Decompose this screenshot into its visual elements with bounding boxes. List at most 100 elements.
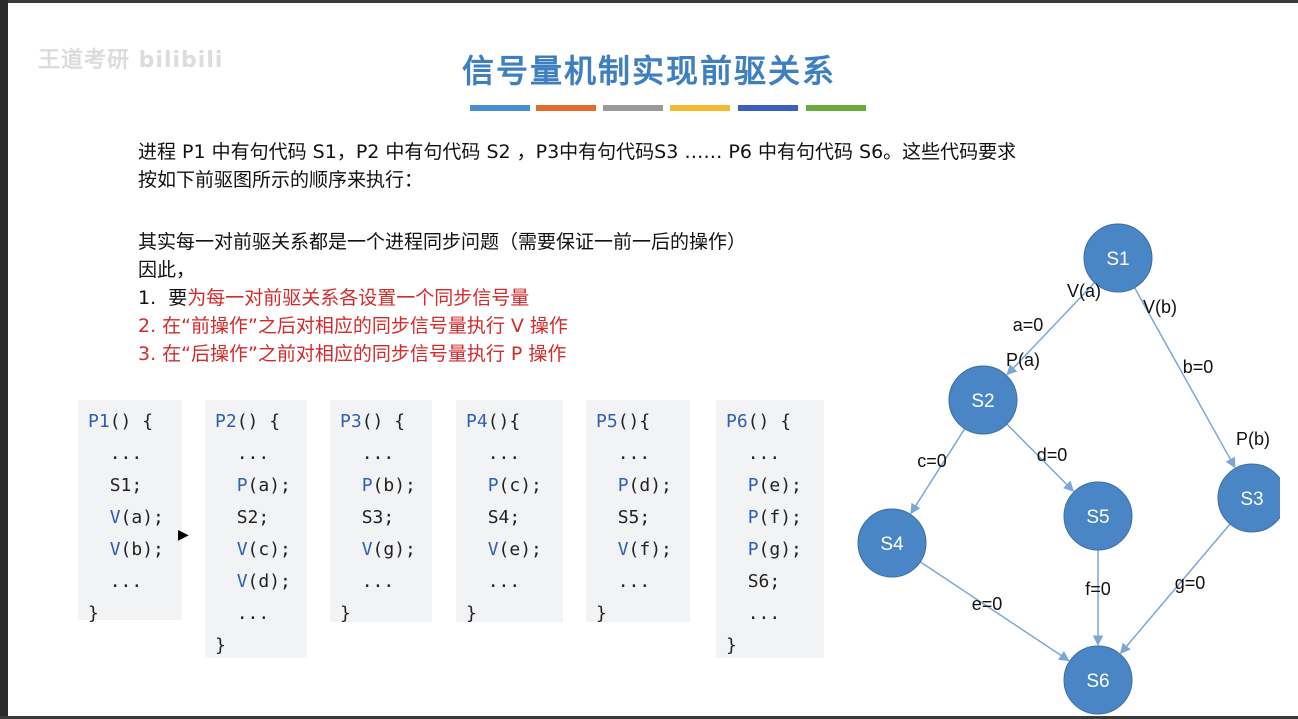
node-label-s3: S3 xyxy=(1240,489,1263,510)
code-line: ... xyxy=(487,571,521,592)
code-op: V xyxy=(236,571,248,592)
code-close-brace: } xyxy=(340,603,351,624)
intro-line-2: 按如下前驱图所示的顺序来执行： xyxy=(138,169,424,191)
code-close-brace: } xyxy=(726,635,737,656)
explain-line-1: 其实每一对前驱关系都是一个进程同步问题（需要保证一前一后的操作） xyxy=(138,231,747,253)
code-block-6: P6() { ... P(e); P(f); P(g); S6; ...} xyxy=(716,400,824,658)
code-line: V(g); xyxy=(361,539,416,560)
item-1-number: 1. xyxy=(138,287,157,309)
code-line: S3; xyxy=(361,507,395,528)
edge-S2-S5 xyxy=(1006,423,1075,492)
code-line: P(e); xyxy=(747,475,802,496)
code-close-brace: } xyxy=(215,635,226,656)
window-frame-bottom xyxy=(0,716,1298,719)
edge-label-vb: V(b) xyxy=(1143,297,1177,317)
node-s4 xyxy=(857,508,927,578)
code-line: S2; xyxy=(236,507,270,528)
explain-item-2: 2. 在“前操作”之后对相应的同步信号量执行 V 操作 xyxy=(138,315,568,337)
edge-label-pa: P(a) xyxy=(1006,350,1040,370)
explain-item-3: 3. 在“后操作”之前对相应的同步信号量执行 P 操作 xyxy=(138,343,567,365)
code-op: P xyxy=(617,475,629,496)
code-line: S1; xyxy=(109,475,143,496)
code-line: ... xyxy=(109,571,143,592)
code-line: V(d); xyxy=(236,571,291,592)
node-s2 xyxy=(948,365,1018,435)
code-header: P1() { xyxy=(88,406,172,438)
window-frame-top xyxy=(0,0,1298,3)
code-line: V(c); xyxy=(236,539,291,560)
code-block-4: P4(){ ... P(c); S4; V(e); ...} xyxy=(456,400,563,624)
intro-line-1: 进程 P1 中有句代码 S1，P2 中有句代码 S2 ，P3中有句代码S3 ……… xyxy=(138,141,1017,163)
code-line: P(g); xyxy=(747,539,802,560)
code-line: S4; xyxy=(487,507,521,528)
code-line: ... xyxy=(236,603,270,624)
code-line: V(f); xyxy=(617,539,672,560)
code-function-name: P4 xyxy=(466,411,488,432)
title-color-bar xyxy=(670,105,730,111)
code-header: P6() { xyxy=(726,406,814,438)
node-s1 xyxy=(1083,223,1153,293)
code-function-name: P6 xyxy=(726,411,748,432)
code-line: P(d); xyxy=(617,475,672,496)
code-function-params: (){ xyxy=(617,411,651,432)
edge-label-e0: e=0 xyxy=(972,594,1003,614)
code-op: V xyxy=(109,507,121,528)
code-line: ... xyxy=(617,443,651,464)
code-line: P(a); xyxy=(236,475,291,496)
item-1-highlight: 为每一对前驱关系各设置一个同步信号量 xyxy=(187,287,530,309)
code-op: P xyxy=(361,475,373,496)
edge-label-d0: d=0 xyxy=(1037,445,1068,465)
explain-text: 其实每一对前驱关系都是一个进程同步问题（需要保证一前一后的操作） 因此， 1. … xyxy=(138,228,746,368)
code-line: ... xyxy=(487,443,521,464)
code-function-name: P3 xyxy=(340,411,362,432)
edge-label-a0: a=0 xyxy=(1013,315,1044,335)
node-label-s6: S6 xyxy=(1086,671,1109,692)
code-op: P xyxy=(747,539,759,560)
watermark-logo: 王道考研 bilibili xyxy=(38,48,224,73)
code-block-3: P3() { ... P(b); S3; V(g); ...} xyxy=(330,400,432,624)
code-line: V(b); xyxy=(109,539,164,560)
mouse-cursor-icon: ▶ xyxy=(178,527,189,543)
code-line: ... xyxy=(361,571,395,592)
slide-title: 信号量机制实现前驱关系 xyxy=(461,52,836,90)
code-function-name: P2 xyxy=(215,411,237,432)
code-function-name: P1 xyxy=(88,411,110,432)
title-color-bar xyxy=(806,105,866,111)
code-line: P(b); xyxy=(361,475,416,496)
node-s6 xyxy=(1063,645,1133,715)
edge-label-f0: f=0 xyxy=(1085,579,1111,599)
code-line: ... xyxy=(236,443,270,464)
explain-line-2: 因此， xyxy=(138,259,196,281)
code-line: P(c); xyxy=(487,475,542,496)
code-line: ... xyxy=(361,443,395,464)
code-op: V xyxy=(487,539,499,560)
code-function-params: () { xyxy=(236,411,281,432)
window-frame-left xyxy=(0,0,8,719)
edge-S1-S2 xyxy=(1006,282,1096,376)
code-line: V(e); xyxy=(487,539,542,560)
edge-label-b0: b=0 xyxy=(1183,357,1214,377)
code-header: P3() { xyxy=(340,406,422,438)
code-op: P xyxy=(236,475,248,496)
code-line: S5; xyxy=(617,507,651,528)
node-label-s2: S2 xyxy=(971,391,994,412)
title-color-bar xyxy=(470,105,530,111)
code-close-brace: } xyxy=(466,603,477,624)
graph-edges xyxy=(910,282,1236,662)
node-label-s5: S5 xyxy=(1086,507,1109,528)
edge-label-va: V(a) xyxy=(1067,281,1101,301)
code-op: P xyxy=(747,475,759,496)
edge-S1-S3 xyxy=(1133,287,1236,469)
code-function-name: P5 xyxy=(596,411,618,432)
title-color-bar xyxy=(738,105,798,111)
title-color-bar xyxy=(536,105,596,111)
code-function-params: () { xyxy=(109,411,154,432)
node-label-s4: S4 xyxy=(880,534,904,555)
node-label-s1: S1 xyxy=(1106,249,1129,270)
edge-S4-S6 xyxy=(919,561,1070,662)
code-op: V xyxy=(236,539,248,560)
code-op: P xyxy=(747,507,759,528)
edge-S3-S6 xyxy=(1119,523,1231,655)
